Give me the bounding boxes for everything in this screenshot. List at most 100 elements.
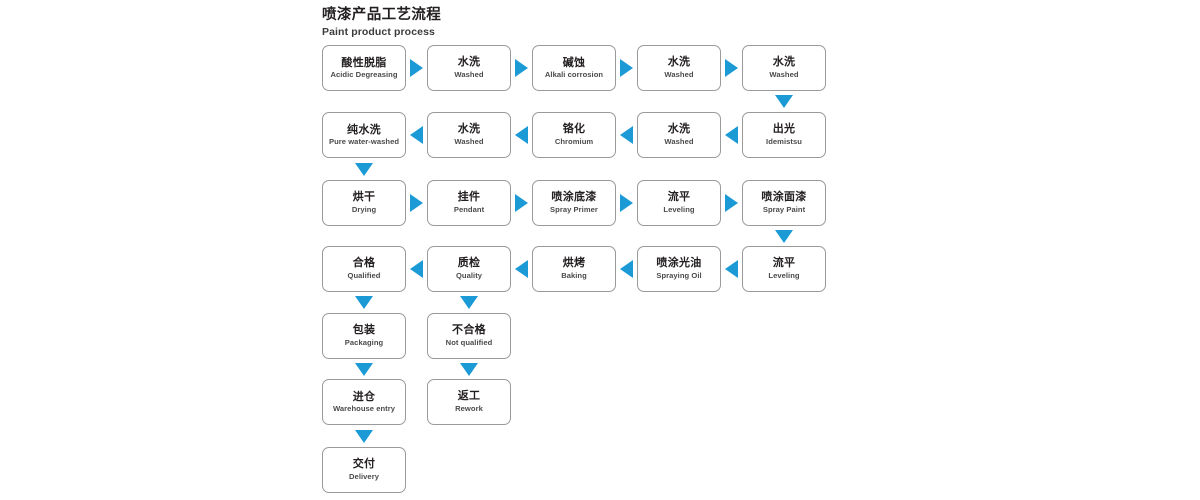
node-label-cn: 铬化 (562, 123, 586, 136)
node-label-cn: 水洗 (667, 123, 691, 136)
flow-arrow-left (410, 260, 423, 278)
node-label-cn: 喷涂面漆 (761, 191, 807, 204)
flow-arrow-down (355, 162, 373, 176)
node-label-cn: 不合格 (452, 324, 486, 337)
node-label-en: Washed (454, 70, 484, 80)
flow-arrow-down (355, 296, 373, 309)
node-label-en: Acidic Degreasing (330, 69, 398, 79)
node-label-cn: 酸性脱脂 (341, 56, 387, 69)
node-label-en: Leveling (768, 271, 800, 281)
node-label-cn: 包装 (352, 324, 376, 337)
flow-arrow-right (620, 59, 633, 77)
node-label-en: Quality (455, 271, 483, 281)
flow-arrow-left (515, 260, 528, 278)
flow-arrow-right (725, 194, 738, 212)
flow-arrow-down (355, 362, 373, 376)
node-label-cn: 挂件 (457, 191, 481, 204)
flow-arrow-down (460, 362, 478, 376)
diagram-title-block: 喷漆产品工艺流程 Paint product process (322, 6, 722, 40)
flow-arrow-left (620, 126, 633, 144)
node-label-cn: 水洗 (667, 56, 691, 69)
node-label-cn: 喷涂底漆 (551, 191, 597, 204)
node-label-en: Chromium (554, 137, 594, 147)
node-label-cn: 喷涂光油 (656, 257, 702, 270)
flow-arrow-left (725, 260, 738, 278)
node-label-en: Leveling (663, 205, 695, 215)
node-label-cn: 进仓 (352, 390, 376, 403)
node-label-cn: 烘干 (352, 191, 376, 204)
node-label-en: Pure water-washed (328, 136, 400, 146)
flow-arrow-right (620, 194, 633, 212)
flow-arrow-right (410, 59, 423, 77)
node-label-cn: 水洗 (457, 56, 481, 69)
node-label-cn: 出光 (772, 123, 796, 136)
flow-arrow-left (725, 126, 738, 144)
node-label-en: Washed (454, 137, 484, 147)
node-label-en: Packaging (344, 338, 384, 348)
flow-arrow-left (410, 126, 423, 144)
node-label-cn: 返工 (457, 390, 481, 403)
flow-arrow-right (725, 59, 738, 77)
flow-arrow-down (775, 229, 793, 243)
flow-arrow-right (410, 194, 423, 212)
node-label-en: Spray Primer (550, 205, 598, 215)
node-label-en: Washed (769, 70, 799, 80)
node-label-en: Delivery (349, 472, 379, 482)
node-label-cn: 烘烤 (562, 257, 586, 270)
node-label-cn: 合格 (352, 257, 376, 270)
node-label-cn: 碱蚀 (562, 56, 586, 69)
node-label-cn: 交付 (352, 458, 376, 471)
node-label-en: Warehouse entry (332, 403, 396, 413)
node-label-en: Spraying Oil (656, 271, 702, 281)
flow-arrow-right (515, 194, 528, 212)
flow-arrow-down (460, 296, 478, 309)
node-label-en: Not qualified (445, 338, 493, 348)
node-label-en: Pendant (453, 205, 485, 215)
node-label-en: Rework (455, 404, 483, 414)
flow-arrow-left (620, 260, 633, 278)
node-label-en: Drying (351, 205, 377, 215)
node-label-en: Washed (664, 137, 694, 147)
node-label-cn: 流平 (772, 257, 796, 270)
node-label-cn: 质检 (457, 257, 481, 270)
node-label-en: Qualified (347, 271, 381, 281)
node-label-cn: 水洗 (772, 56, 796, 69)
node-label-en: Idemistsu (766, 137, 802, 147)
page-title-en: Paint product process (322, 26, 435, 39)
flow-arrow-left (515, 126, 528, 144)
flow-arrow-down (355, 429, 373, 443)
node-label-en: Alkali corrosion (544, 69, 604, 79)
flow-arrow-right (515, 59, 528, 77)
node-label-cn: 水洗 (457, 123, 481, 136)
node-label-en: Spray Paint (762, 205, 806, 215)
node-label-cn: 纯水洗 (347, 123, 381, 136)
node-label-en: Baking (561, 271, 587, 281)
node-label-en: Washed (664, 70, 694, 80)
